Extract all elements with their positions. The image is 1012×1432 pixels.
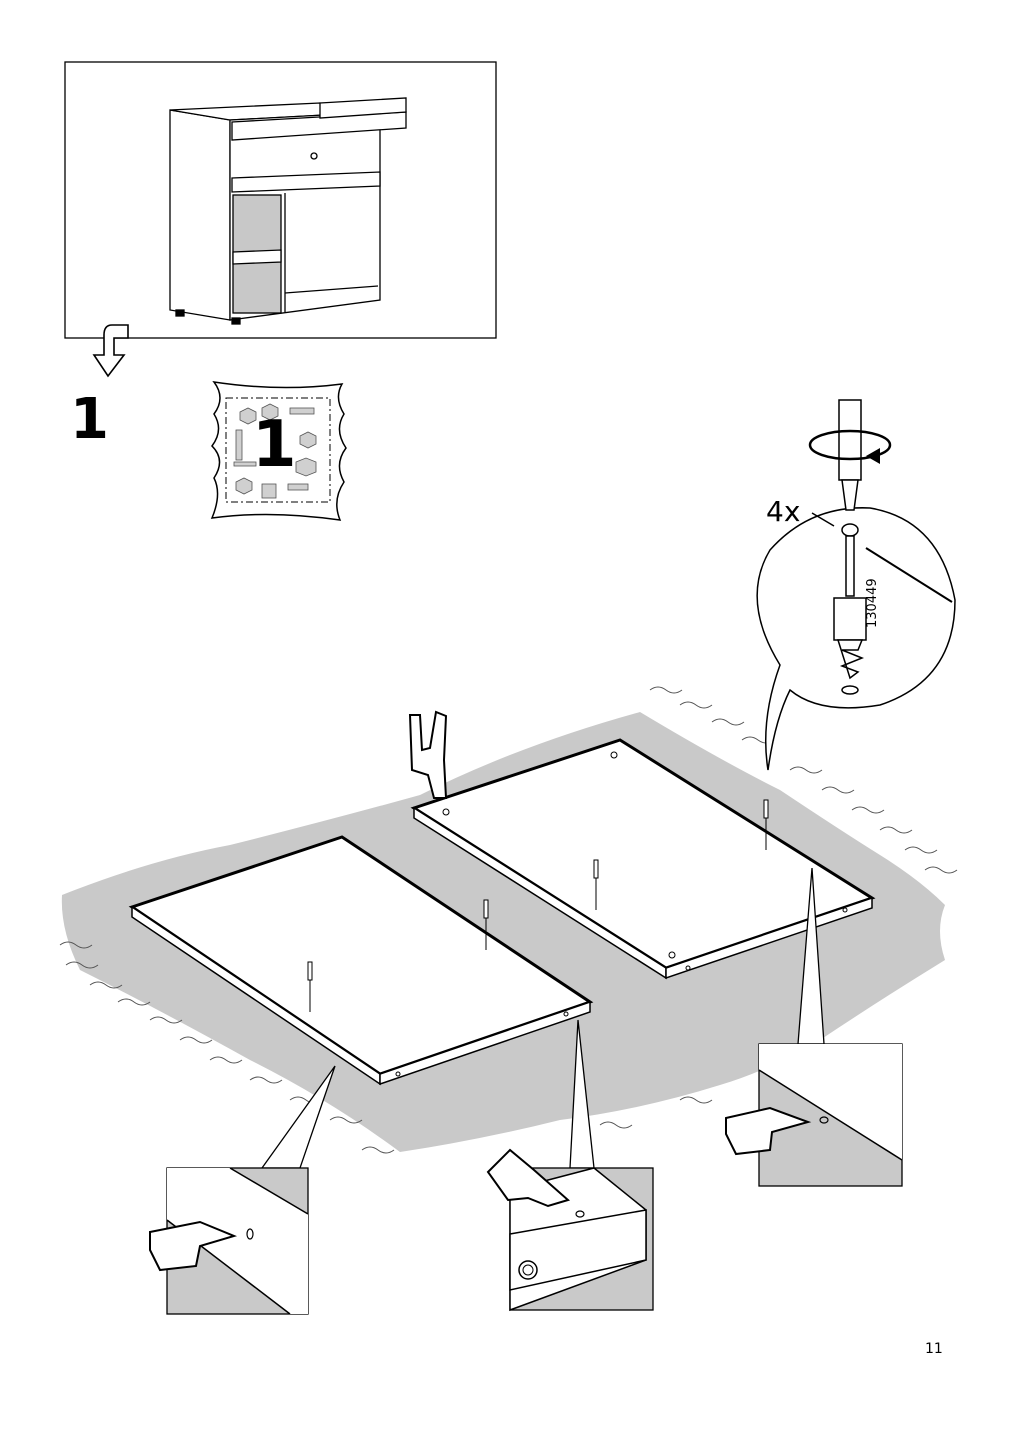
hand-pointer-icon <box>149 1220 238 1272</box>
cam-dowel <box>307 899 489 1012</box>
part-number-label: 130449 <box>865 578 880 628</box>
hardware-bag-icon <box>210 380 347 521</box>
finished-cabinet-illustration <box>169 97 407 325</box>
panel-left <box>128 835 594 1086</box>
detail-box-middle <box>486 1019 654 1312</box>
screwdriver-icon <box>808 399 892 511</box>
panel-right <box>410 738 876 980</box>
step-number: 1 <box>70 387 109 452</box>
page-number: 11 <box>925 1341 943 1357</box>
step-arrow-icon <box>92 324 129 378</box>
quantity-label: 4x <box>766 495 801 528</box>
hand-pointer-icon <box>725 1106 812 1156</box>
overview-frame <box>64 61 497 339</box>
cam-screw-icon <box>833 523 867 695</box>
cam-dowel <box>593 799 769 910</box>
detail-box-right <box>725 867 903 1187</box>
detail-box-left <box>149 1065 336 1315</box>
hand-pointer-icon <box>408 710 448 799</box>
hardware-bag-number: 1 <box>252 408 297 482</box>
hand-pointer-icon <box>486 1148 571 1208</box>
detail-callout <box>756 399 956 771</box>
mat-texture <box>59 686 958 1154</box>
